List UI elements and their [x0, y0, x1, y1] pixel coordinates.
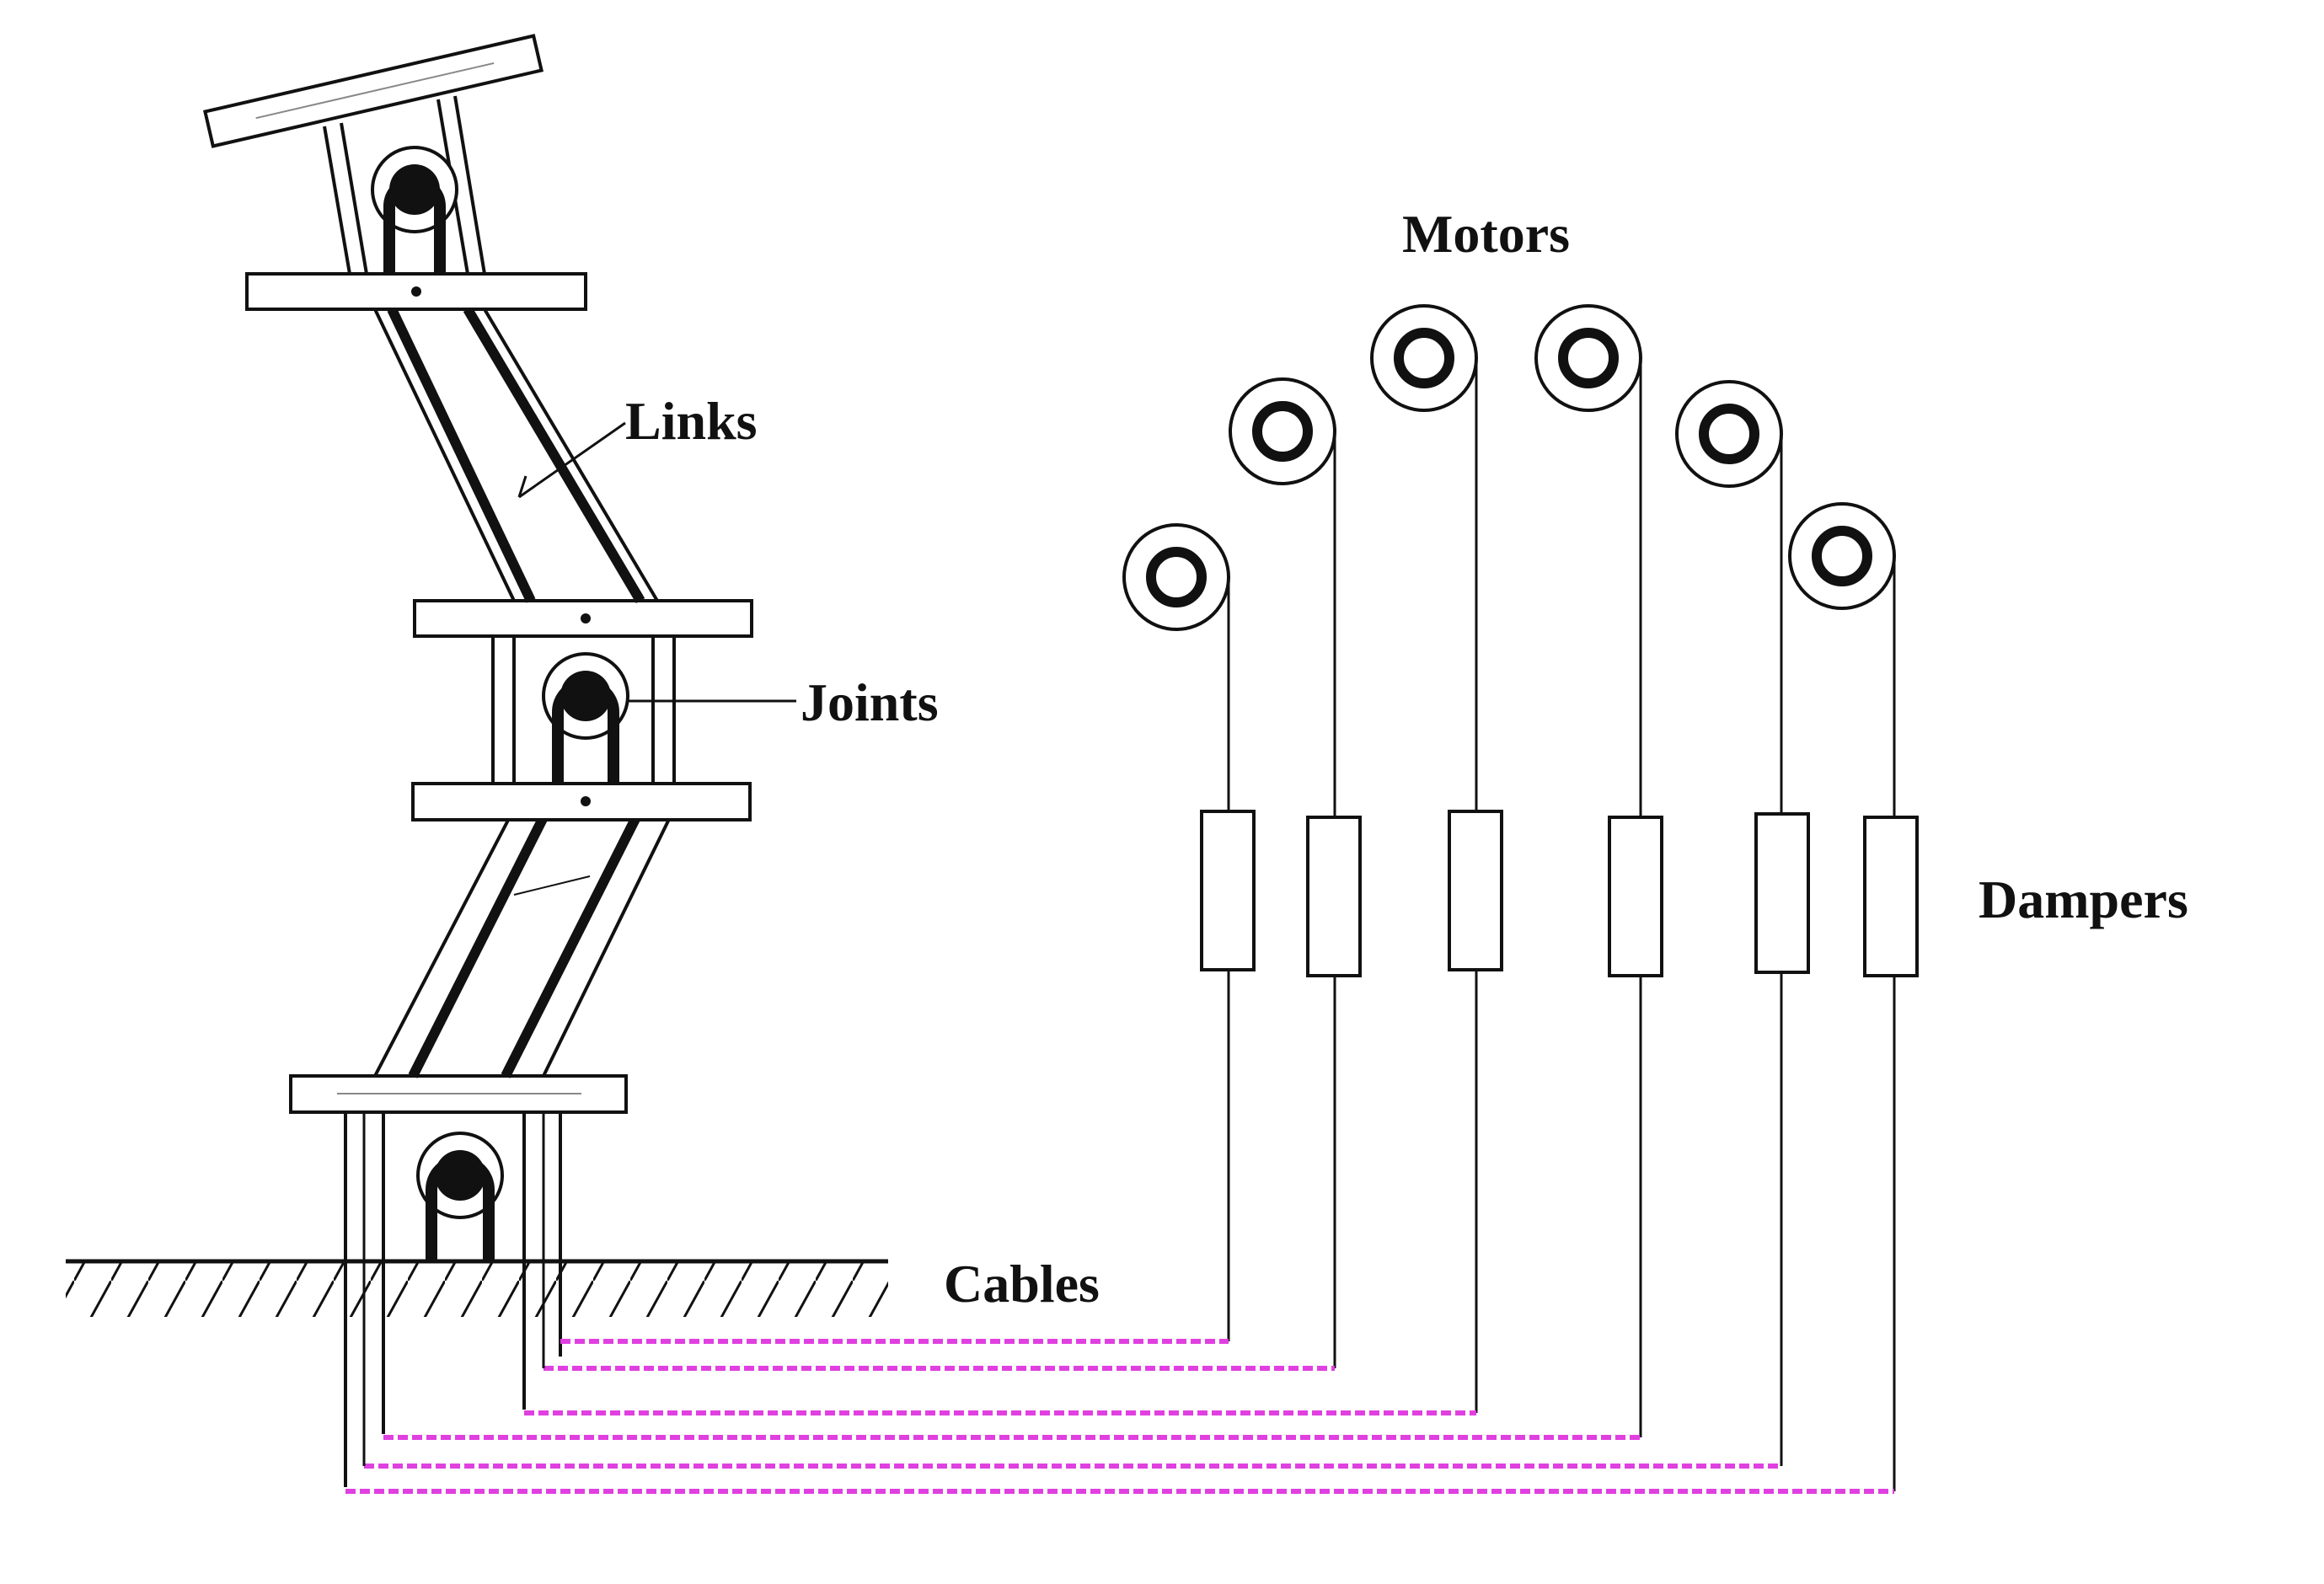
damper-2: [1306, 816, 1362, 977]
motor-3: [1370, 304, 1478, 412]
middle-column: [491, 636, 676, 784]
base-column: [344, 1112, 562, 1487]
joints-label: Joints: [801, 672, 939, 732]
motors-label: Motors: [1402, 204, 1571, 264]
motor-5: [1675, 380, 1783, 488]
damper-6: [1863, 816, 1919, 977]
top-plate: [203, 34, 544, 148]
cables: [345, 1339, 1894, 1494]
links-label: Links: [625, 391, 758, 451]
dampers-label: Dampers: [1979, 870, 2188, 929]
link-upper: [373, 306, 659, 604]
motor-4: [1534, 304, 1642, 412]
joint-lower: [416, 1132, 504, 1261]
damper-5: [1754, 812, 1810, 974]
joint-upper: [371, 146, 458, 274]
links-pointer: [517, 421, 626, 499]
platform-upper: [245, 272, 587, 311]
dampers: [1200, 810, 1919, 977]
platform-lower: [289, 1074, 628, 1114]
link-lower: [373, 806, 676, 1078]
platform-middle-lower: [411, 782, 752, 821]
motors: [1122, 304, 1896, 631]
cables-label: Cables: [944, 1254, 1100, 1314]
damper-3: [1448, 810, 1503, 971]
ground: [66, 1259, 888, 1317]
damper-4: [1608, 816, 1663, 977]
motor-2: [1229, 377, 1336, 485]
motor-1: [1122, 523, 1230, 631]
damper-1: [1200, 810, 1256, 971]
cable-risers: [362, 1112, 545, 1466]
motor-6: [1788, 502, 1896, 610]
joint-middle: [542, 652, 629, 784]
platform-middle-upper: [413, 599, 753, 638]
